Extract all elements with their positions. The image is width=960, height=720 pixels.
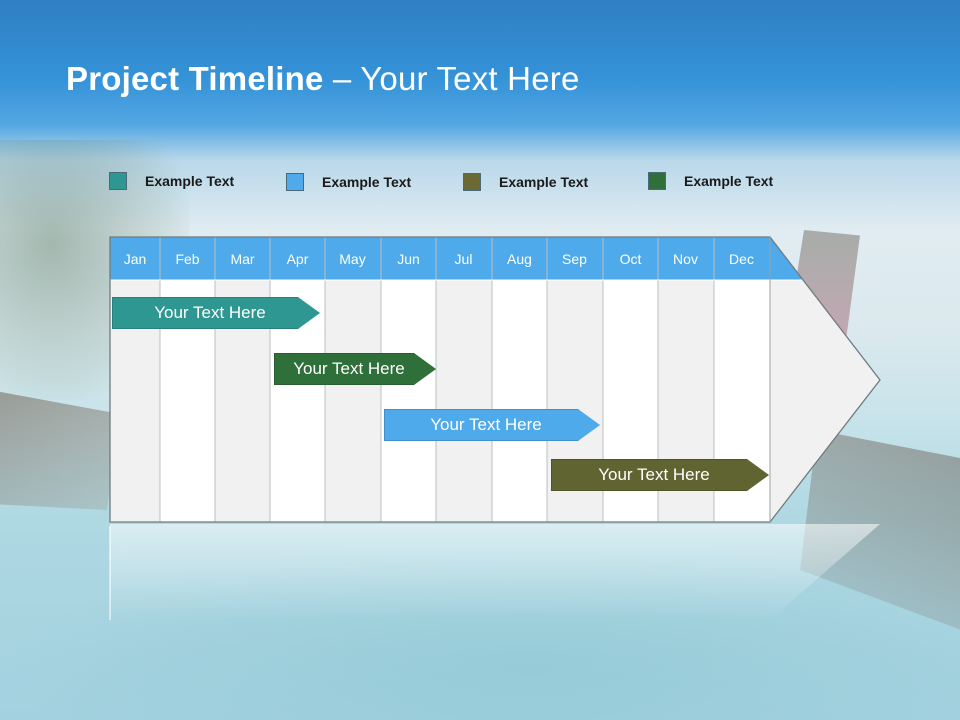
month-feb: Feb (175, 250, 200, 267)
slide-title[interactable]: Project Timeline – Your Text Here (66, 60, 580, 98)
legend-item-2[interactable]: Example Text (286, 171, 411, 193)
task-label-1: Your Text Here (154, 303, 266, 322)
month-jun: Jun (397, 250, 420, 267)
task-bar-4[interactable]: Your Text Here (551, 459, 769, 491)
month-column (381, 280, 436, 522)
task-label-2: Your Text Here (293, 359, 405, 378)
month-header-strip (110, 237, 803, 280)
legend-label-3: Example Text (499, 174, 589, 190)
legend-item-3[interactable]: Example Text (463, 171, 588, 193)
timeline-reflection (110, 524, 880, 620)
legend-swatch-2 (286, 173, 304, 191)
month-jul: Jul (454, 250, 473, 267)
legend-item-4[interactable]: Example Text (648, 170, 773, 192)
legend-label-4: Example Text (684, 173, 774, 189)
task-bar-1[interactable]: Your Text Here (112, 297, 320, 329)
task-label-3: Your Text Here (430, 415, 542, 434)
month-sep: Sep (562, 250, 587, 267)
month-jan: Jan (123, 250, 147, 267)
month-dec: Dec (729, 250, 754, 267)
title-bold-part: Project Timeline (66, 60, 324, 97)
legend-swatch-4 (648, 172, 666, 190)
timeline-arrow-outline (109, 236, 881, 523)
legend-item-1[interactable]: Example Text (109, 170, 234, 192)
month-column (436, 280, 492, 522)
month-column (492, 280, 547, 522)
legend-swatch-1 (109, 172, 127, 190)
month-may: May (339, 250, 366, 267)
month-mar: Mar (230, 250, 255, 267)
title-rest-part: – Your Text Here (323, 60, 580, 97)
month-aug: Aug (507, 250, 532, 267)
legend-swatch-3 (463, 173, 481, 191)
task-bar-2[interactable]: Your Text Here (274, 353, 436, 385)
legend-label-1: Example Text (145, 173, 235, 189)
month-oct: Oct (619, 250, 642, 267)
task-bar-3[interactable]: Your Text Here (384, 409, 600, 441)
month-column (325, 280, 381, 522)
legend-label-2: Example Text (322, 174, 412, 190)
task-label-4: Your Text Here (598, 465, 710, 484)
month-apr: Apr (286, 250, 309, 267)
month-nov: Nov (673, 250, 698, 267)
